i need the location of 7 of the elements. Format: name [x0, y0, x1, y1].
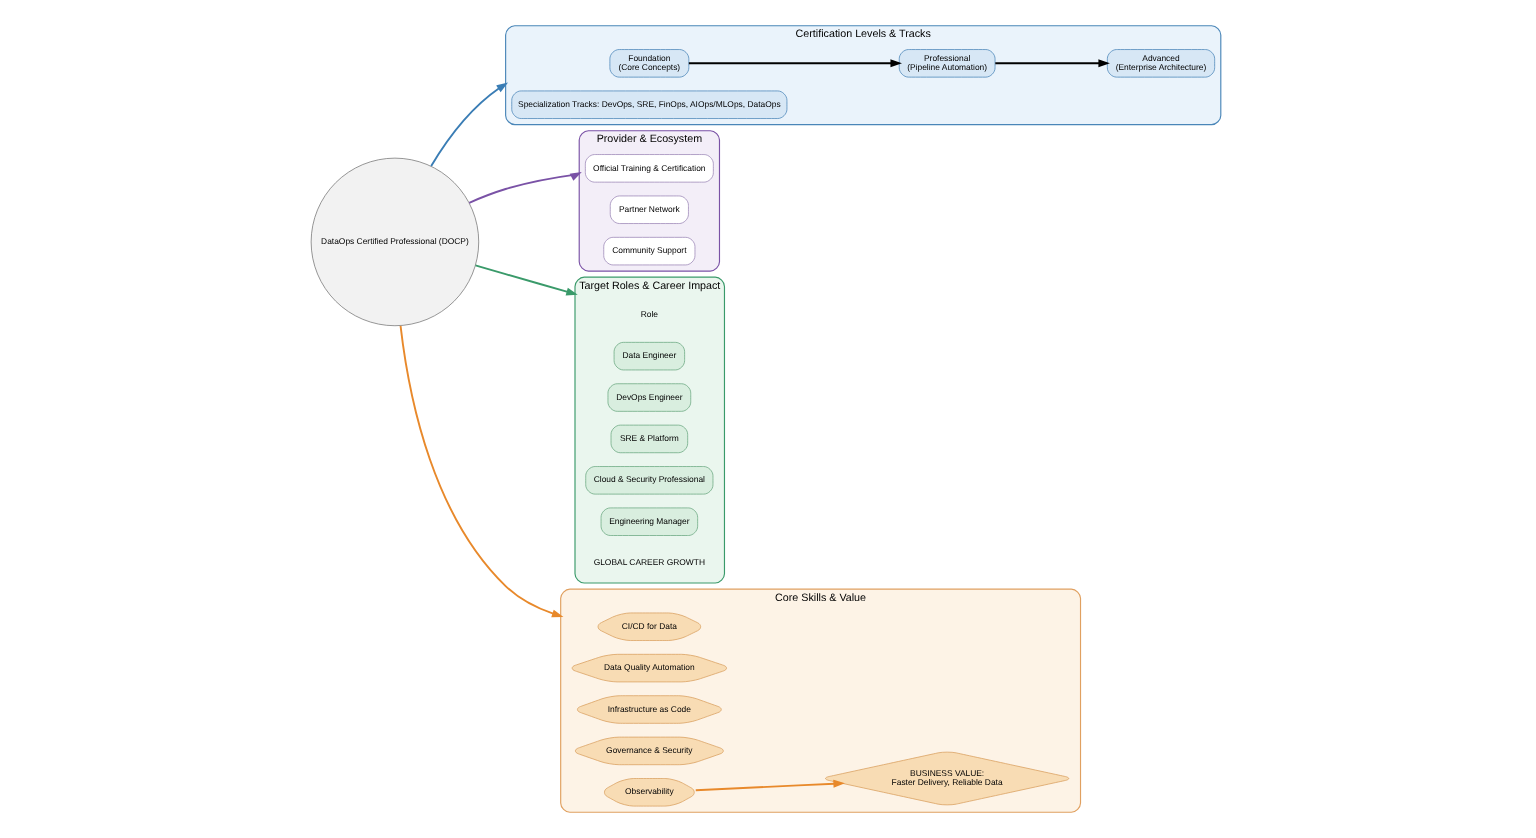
- arrow: [429, 82, 508, 168]
- arrow: [686, 59, 901, 68]
- arrow: [467, 172, 581, 204]
- arrow: [473, 264, 577, 296]
- arrow: [398, 324, 563, 618]
- arrow: [693, 779, 844, 792]
- arrow: [993, 59, 1109, 68]
